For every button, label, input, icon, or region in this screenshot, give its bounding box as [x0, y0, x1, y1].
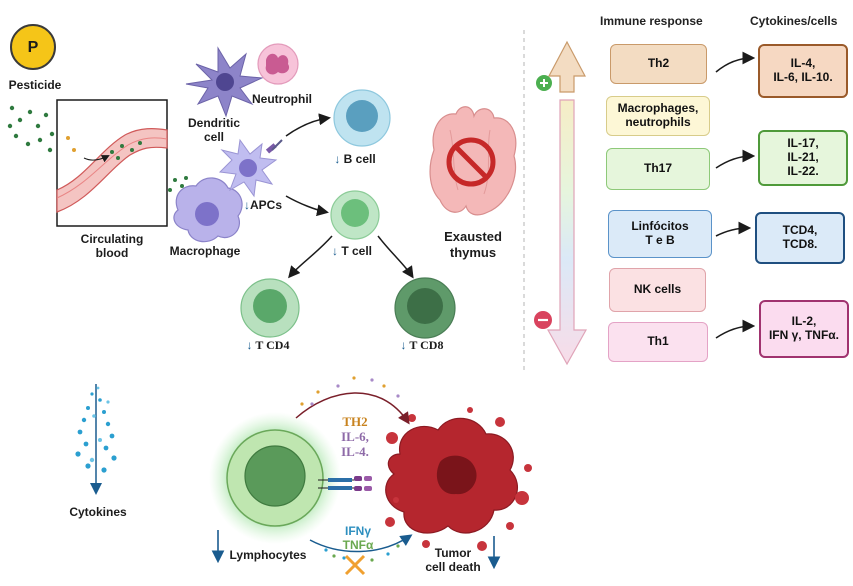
exhausted-thymus-label: Exausted thymus: [444, 229, 502, 260]
response-label: Th1: [647, 334, 669, 349]
cytokine-label: TCD4, TCD8.: [782, 223, 818, 251]
cytokine-box-th2: IL-4, IL-6, IL-10.: [758, 44, 848, 98]
cytokine-box-th1: IL-2, IFN γ, TNFα.: [759, 300, 849, 358]
response-label: NK cells: [633, 282, 682, 297]
cell-flow-arrows: [285, 113, 414, 279]
decrease-arrows-bottom: [211, 530, 501, 570]
pesticide-label: Pesticide: [8, 78, 62, 92]
neutrophil-label: Neutrophil: [252, 92, 312, 106]
response-label: Th2: [647, 56, 670, 71]
cytokine-label: IL-17, IL-21, IL-22.: [787, 136, 819, 178]
il6-label: IL-6,: [341, 429, 369, 444]
apc-cell-icon: [218, 138, 283, 198]
response-box-th17: Th17: [606, 148, 710, 190]
tumor-cell-icon: [385, 407, 532, 551]
response-label: Th17: [643, 161, 672, 176]
immune-response-header: Immune response: [600, 14, 703, 28]
receptor-binding-icon: [318, 476, 372, 491]
cytokines-cells-header: Cytokines/cells: [750, 14, 838, 28]
th2-label: TH2: [342, 414, 368, 429]
cytokine-box-th17: IL-17, IL-21, IL-22.: [758, 130, 848, 186]
cytokine-arrows: [715, 51, 756, 339]
tumor-cell-death-label: Tumor cell death: [425, 546, 481, 575]
macrophage-cell-icon: [168, 176, 243, 243]
cytokine-label: IL-4, IL-6, IL-10.: [773, 56, 833, 84]
t-cd4-label: ↓ T CD4: [246, 338, 290, 352]
th2-arc-arrow: [295, 376, 410, 425]
pesticide-badge-letter: P: [27, 39, 39, 56]
b-cell-label: ↓ B cell: [334, 152, 376, 166]
dendritic-cell-label: Dendritic cell: [187, 116, 240, 145]
response-label: Macrophages, neutrophils: [617, 101, 699, 129]
thymus-icon: [429, 106, 517, 216]
blood-vessel-box: [56, 99, 168, 227]
apcs-label: ↓APCs: [243, 198, 282, 212]
pesticide-icon: [10, 24, 56, 70]
ifn-arc-arrow: [309, 534, 413, 576]
minus-icon: [534, 311, 552, 329]
response-label: Linfócitos T e B: [631, 219, 689, 247]
tnf-alpha-label: TNFα: [342, 538, 374, 552]
decrease-arrow-icon: ↓: [400, 338, 407, 352]
t-cd8-cell-icon: [394, 277, 456, 339]
lymphocyte-cell-icon: [209, 412, 341, 544]
response-box-lymphocytes: Linfócitos T e B: [608, 210, 712, 258]
il4-label: IL-4.: [341, 444, 369, 459]
t-cd4-cell-icon: [240, 278, 300, 338]
cytokines-label: Cytokines: [69, 505, 127, 519]
macrophage-label: Macrophage: [169, 244, 241, 258]
immune-spectrum-arrow: [546, 40, 588, 366]
decrease-arrow-icon: ↓: [246, 338, 253, 352]
t-cd8-label: ↓ T CD8: [400, 338, 444, 352]
response-box-macrophages: Macrophages, neutrophils: [606, 96, 710, 136]
cytokine-box-lymphocytes: TCD4, TCD8.: [755, 212, 845, 264]
cytokine-spray-icon: [75, 384, 117, 495]
circulating-blood-label: Circulating blood: [80, 232, 144, 261]
neutrophil-cell-icon: [257, 43, 299, 85]
plus-icon: [536, 75, 552, 91]
decrease-arrow-icon: ↓: [243, 198, 250, 212]
dendritic-cell-icon: [185, 46, 264, 118]
response-box-nk-cells: NK cells: [609, 268, 706, 312]
blocked-x-icon: [344, 554, 366, 576]
response-box-th1: Th1: [608, 322, 708, 362]
decrease-arrow-icon: ↓: [331, 244, 338, 258]
decrease-arrow-icon: ↓: [334, 152, 341, 166]
response-box-th2: Th2: [610, 44, 707, 84]
t-cell-icon: [330, 190, 380, 240]
b-cell-icon: [333, 89, 391, 147]
cytokine-label: IL-2, IFN γ, TNFα.: [768, 314, 840, 342]
ifn-gamma-label: IFNγ: [344, 524, 371, 538]
t-cell-label: ↓ T cell: [331, 244, 373, 258]
lymphocytes-label: Lymphocytes: [229, 548, 307, 562]
